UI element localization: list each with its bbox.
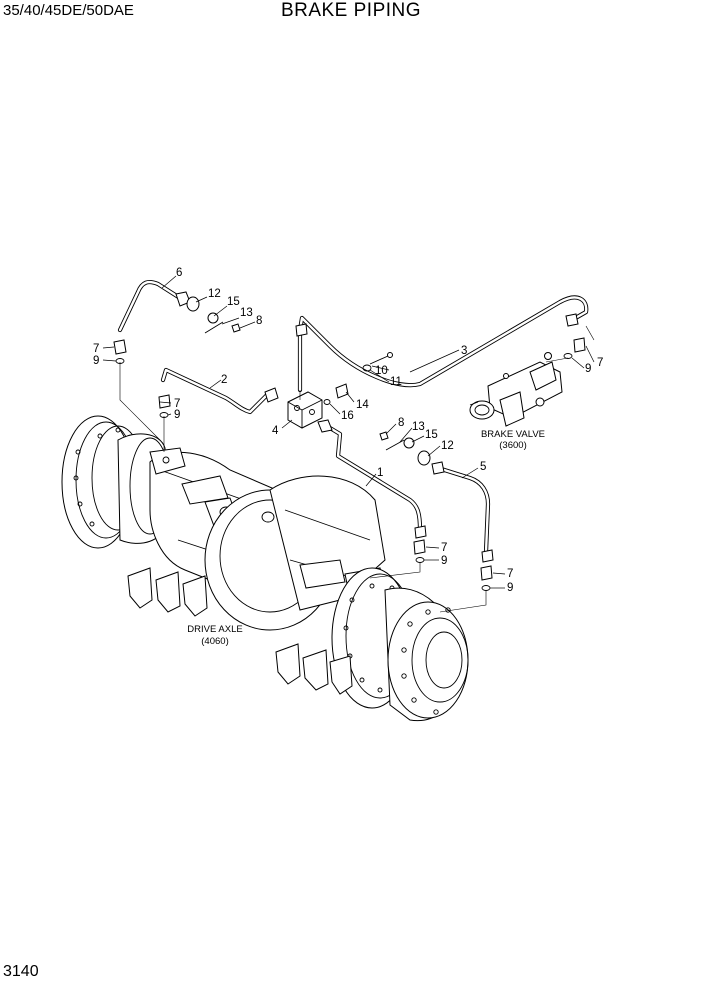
callout-16: 16 [341,410,354,422]
callout-15-upper: 15 [227,296,240,308]
callout-labels: 6 12 15 13 8 7 9 2 7 9 3 10 11 14 16 4 8… [93,267,603,594]
callout-8-upper: 8 [256,315,262,327]
brake-valve [469,352,563,427]
leader-lines [102,275,595,589]
callout-7-valve: 7 [597,357,603,369]
callout-13-lower: 13 [412,421,425,433]
callout-13-upper: 13 [240,307,253,319]
callout-14: 14 [356,399,369,411]
fittings [113,291,586,591]
callout-7-center: 7 [441,542,447,554]
brake-valve-ref: (3600) [499,440,526,451]
callout-4: 4 [272,425,279,437]
brake-valve-label: BRAKE VALVE [481,429,545,440]
callout-9-valve: 9 [585,363,591,375]
assembly-labels: BRAKE VALVE (3600) DRIVE AXLE (4060) [187,429,545,647]
drive-axle-label: DRIVE AXLE [187,624,242,635]
callout-7-right: 7 [507,568,513,580]
model-label: 35/40/45DE/50DAE [3,2,134,19]
callout-10: 10 [375,365,388,377]
callout-3: 3 [461,345,467,357]
callout-8-lower: 8 [398,417,404,429]
connection-lines [119,325,595,613]
page-title: BRAKE PIPING [280,0,422,21]
callout-7-left-upper: 7 [93,343,99,355]
callout-2: 2 [221,374,227,386]
callout-9-left-upper: 9 [93,355,99,367]
callout-15-lower: 15 [425,429,438,441]
callout-9-center: 9 [441,555,447,567]
callout-1: 1 [377,467,383,479]
right-wheel-hub [384,587,469,722]
callout-9-right: 9 [507,582,513,594]
page-number: 3140 [3,963,39,980]
callout-12-upper: 12 [208,288,221,300]
drive-axle-ref: (4060) [201,636,228,647]
callout-9-left-lower: 9 [174,409,180,421]
brake-pipes [117,280,589,555]
callout-11: 11 [390,376,402,388]
callout-7-left-lower: 7 [174,398,180,410]
callout-12-lower: 12 [441,440,454,452]
callout-5: 5 [480,461,486,473]
drive-axle [61,415,469,722]
callout-6: 6 [176,267,182,279]
